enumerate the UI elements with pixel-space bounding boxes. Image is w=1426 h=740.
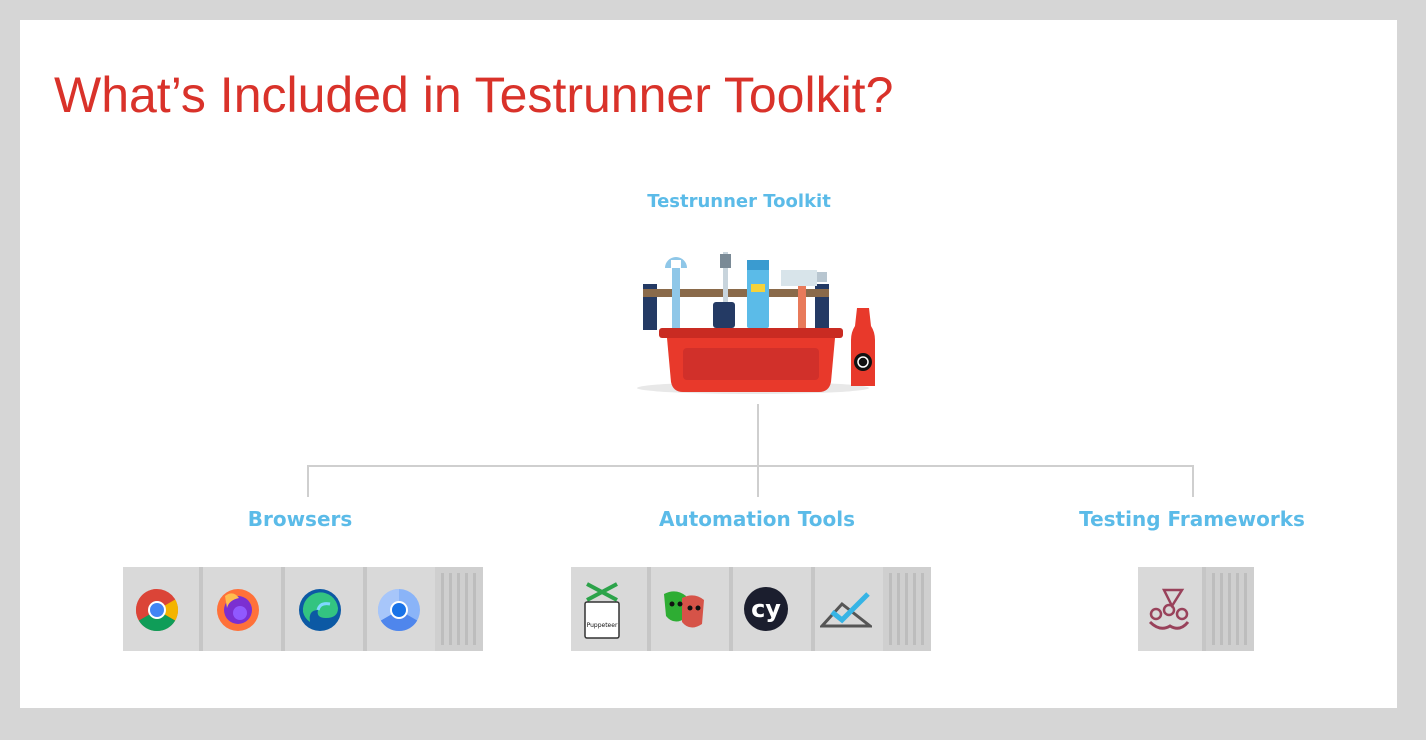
playwright-icon [664,591,704,628]
category-testing-frameworks: Testing Frameworks [1079,507,1305,531]
chrome-icon [135,589,179,632]
connector-browsers [307,465,309,497]
cypress-label: cy [751,595,781,623]
testcafe-icon [820,592,872,628]
puppeteer-icon: Puppeteer [583,580,621,640]
connector-trunk [757,404,759,466]
cypress-icon: cy [744,587,788,631]
firefox-icon [217,589,259,631]
connector-bar [307,465,1194,467]
jest-icon [1148,588,1190,630]
puppeteer-label: Puppeteer [586,622,618,629]
toolkit-label: Testrunner Toolkit [647,191,831,212]
connector-frameworks [1192,465,1194,497]
toolbox-icon [637,252,875,394]
chromium-icon [377,589,420,632]
category-browsers: Browsers [247,507,353,531]
category-automation-tools: Automation Tools [659,507,855,531]
edge-icon [299,589,341,631]
slide: What’s Included in Testrunner Toolkit? T… [20,20,1397,708]
slide-title: What’s Included in Testrunner Toolkit? [54,67,894,123]
connector-automation [757,465,759,497]
